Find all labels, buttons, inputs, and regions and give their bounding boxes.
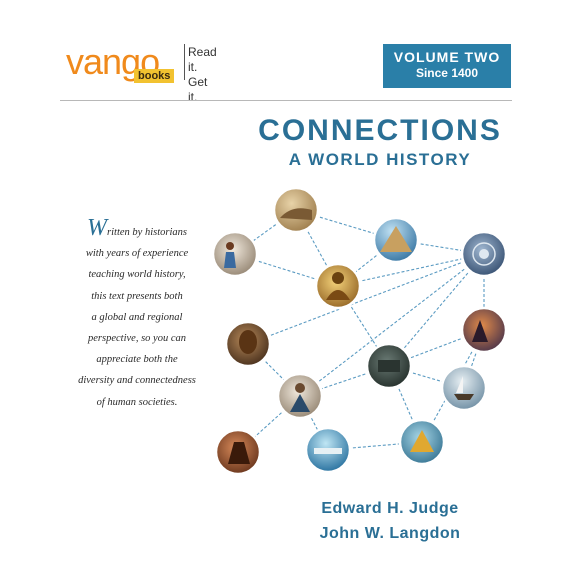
header-divider xyxy=(60,100,512,101)
blurb-line: of human societies. xyxy=(96,396,178,408)
blurb-line: ritten by historians xyxy=(107,227,187,238)
volume-period: Since 1400 xyxy=(415,66,479,80)
blurb-line: with years of experience xyxy=(85,248,189,260)
node-bronze-head-image xyxy=(224,320,272,368)
logo-books-badge: books xyxy=(134,69,175,83)
node-machine-image xyxy=(365,342,413,390)
blurb-line: this text presents both xyxy=(91,290,183,302)
node-painting-image xyxy=(214,428,262,476)
volume-label: VOLUME TWO xyxy=(393,49,501,65)
node-warriors-image xyxy=(460,306,508,354)
logo-tagline: Read it.Get it. xyxy=(188,45,217,105)
node-dancers-image xyxy=(211,230,259,278)
blurb-line: a global and regional xyxy=(91,311,183,323)
node-harbor-image xyxy=(304,426,352,474)
author-name: John W. Langdon xyxy=(319,525,461,542)
blurb-line: teaching world history, xyxy=(88,269,186,281)
cover-blurb: Written by historians with years of expe… xyxy=(58,216,216,413)
tagline-line-2: Get it. xyxy=(188,75,208,104)
blurb-line: appreciate both the xyxy=(96,354,178,366)
blurb-line: perspective, so you can xyxy=(88,333,186,345)
node-ship-image xyxy=(440,364,488,412)
node-pyramid-image xyxy=(372,216,420,264)
node-sphinx-image xyxy=(272,186,320,234)
blurb-dropcap: W xyxy=(87,215,108,241)
logo-divider xyxy=(184,44,185,80)
tagline-line-1: Read it. xyxy=(188,45,217,74)
node-buddha-image xyxy=(314,262,362,310)
node-portrait-image xyxy=(276,372,324,420)
node-figure-image xyxy=(398,418,446,466)
network-nodes xyxy=(211,186,508,476)
blurb-line: diversity and connectedness xyxy=(78,375,196,387)
volume-badge: VOLUME TWO Since 1400 xyxy=(383,44,511,88)
author-name: Edward H. Judge xyxy=(321,500,459,517)
node-calendar-stone-image xyxy=(460,230,508,278)
book-subtitle: A WORLD HISTORY xyxy=(288,150,472,169)
connections-network-illustration xyxy=(211,186,508,476)
network-links xyxy=(234,209,485,453)
book-title: CONNECTIONS xyxy=(258,114,502,147)
authors: Edward H. Judge John W. Langdon xyxy=(250,496,530,546)
